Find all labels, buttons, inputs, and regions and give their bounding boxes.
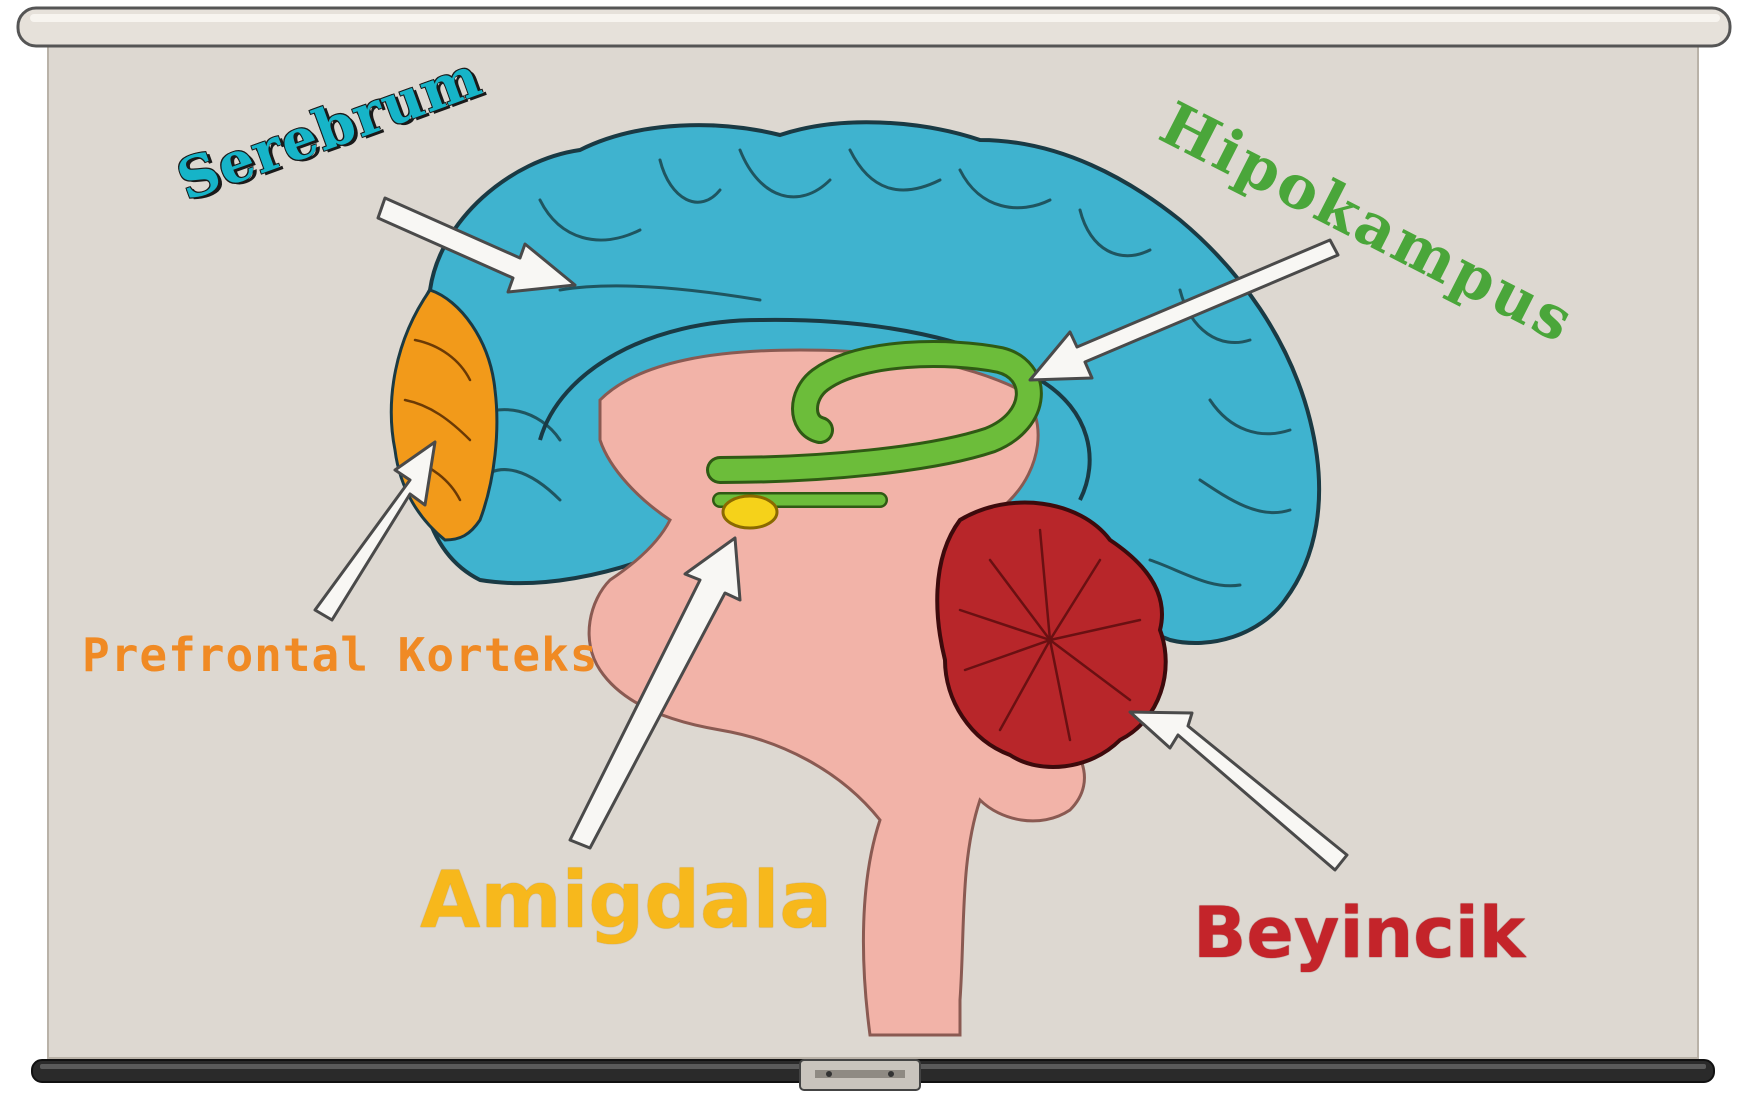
amygdala (723, 496, 777, 528)
beyincik-label: Beyincik (1193, 898, 1525, 968)
amigdala-label: Amigdala (420, 862, 832, 940)
prefrontal-korteks-label: Prefrontal Korteks (82, 632, 599, 678)
pull-handle[interactable] (800, 1060, 920, 1090)
top-roller (18, 8, 1730, 46)
